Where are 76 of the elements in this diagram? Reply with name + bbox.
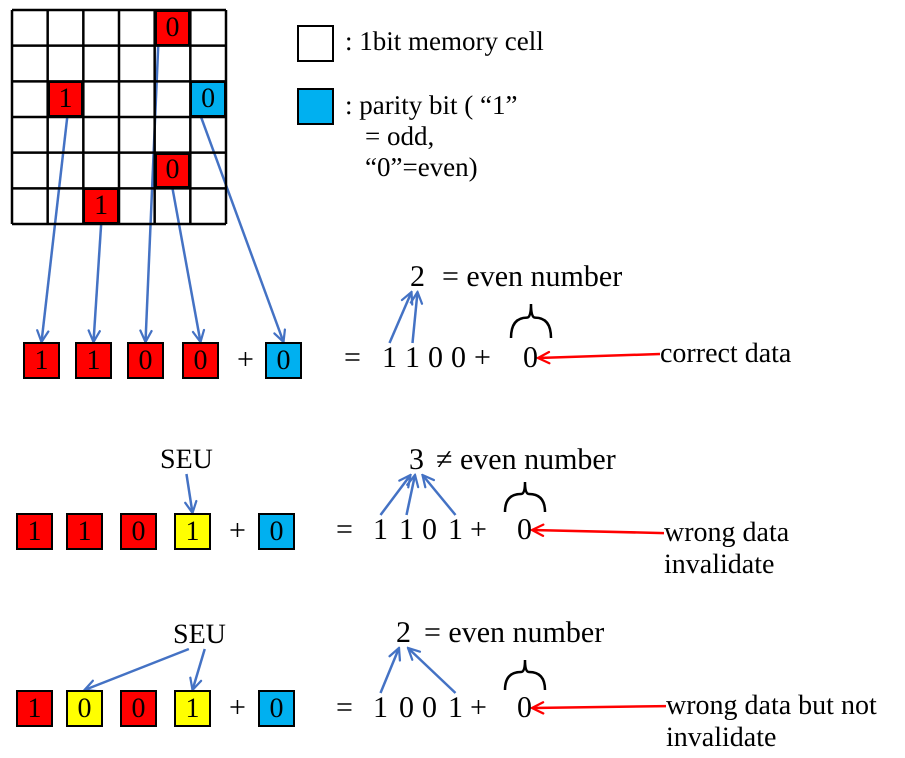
digit: 0 <box>428 343 443 373</box>
arrow <box>189 648 206 692</box>
status-text: wrong data invalidate <box>664 517 824 582</box>
equals-sign: = <box>344 343 361 373</box>
equals-sign: = <box>336 693 353 723</box>
digit: 1 <box>382 343 397 373</box>
parity-result: = even number <box>442 262 622 292</box>
bit-box: 1 <box>174 690 211 727</box>
parity-box: 0 <box>258 513 295 550</box>
bit-box: 0 <box>182 342 219 379</box>
digit: 1 <box>405 343 420 373</box>
arrow <box>200 116 286 344</box>
seu-label: SEU <box>160 446 213 474</box>
digit: 0 <box>422 515 437 545</box>
memory-cell: 0 <box>154 10 190 46</box>
arrow <box>421 474 456 516</box>
digit: 1 <box>373 515 388 545</box>
arrow <box>171 188 206 344</box>
plus-sign: + <box>229 693 246 723</box>
sum-value: 2 <box>410 262 425 292</box>
digit: 1 <box>448 515 463 545</box>
arrow <box>530 701 666 715</box>
digit: 0 <box>451 343 466 373</box>
arrow <box>36 116 68 344</box>
bit-box: 0 <box>120 513 157 550</box>
memory-cell: 0 <box>154 152 190 188</box>
memory-cell: 1 <box>48 81 84 117</box>
bit-box: 0 <box>66 690 103 727</box>
parity-box: 0 <box>258 690 295 727</box>
arrow <box>530 524 664 537</box>
bit-box: 1 <box>66 513 103 550</box>
bit-box: 1 <box>16 690 53 727</box>
digit: 0 <box>523 343 538 373</box>
equals-sign: = <box>336 515 353 545</box>
arrow <box>405 474 420 516</box>
status-text: correct data <box>660 340 792 368</box>
digit: 0 <box>399 693 414 723</box>
status-text: wrong data but not invalidate <box>666 690 901 754</box>
arrow <box>83 648 190 692</box>
digit: 1 <box>373 693 388 723</box>
digit: 1 <box>448 693 463 723</box>
plus-sign: + <box>474 343 491 373</box>
plus-sign: + <box>470 693 487 723</box>
digit: 0 <box>517 693 532 723</box>
sum-value: 3 <box>409 445 424 475</box>
arrow <box>380 474 412 516</box>
digit: 0 <box>422 693 437 723</box>
memory-cell: 1 <box>83 188 119 224</box>
sum-value: 2 <box>396 618 411 648</box>
legend-text: : 1bit memory cell <box>345 28 544 55</box>
arrow <box>536 350 660 364</box>
legend-text: : parity bit ( “1” = odd, “0”=even) <box>345 90 518 184</box>
parity-result: ≠ even number <box>436 445 616 475</box>
arrow <box>388 290 414 344</box>
arrow <box>88 224 102 344</box>
plus-sign: + <box>237 345 254 375</box>
bit-box: 1 <box>16 513 53 550</box>
parity-cell: 0 <box>190 81 226 117</box>
bit-box: 0 <box>120 690 157 727</box>
bit-box: 1 <box>174 513 211 550</box>
bit-box: 1 <box>23 342 60 379</box>
digit: 1 <box>399 515 414 545</box>
bit-box: 0 <box>127 342 164 379</box>
arrow <box>379 646 402 694</box>
plus-sign: + <box>470 515 487 545</box>
arrow <box>406 646 456 694</box>
seu-label: SEU <box>173 621 226 649</box>
plus-sign: + <box>229 516 246 546</box>
memory-grid <box>12 10 226 224</box>
bit-box: 1 <box>75 342 112 379</box>
arrow <box>184 474 198 514</box>
parity-result: = even number <box>424 618 604 648</box>
parity-box: 0 <box>265 342 302 379</box>
arrow <box>410 290 424 344</box>
arrow <box>139 46 160 344</box>
digit: 0 <box>517 515 532 545</box>
